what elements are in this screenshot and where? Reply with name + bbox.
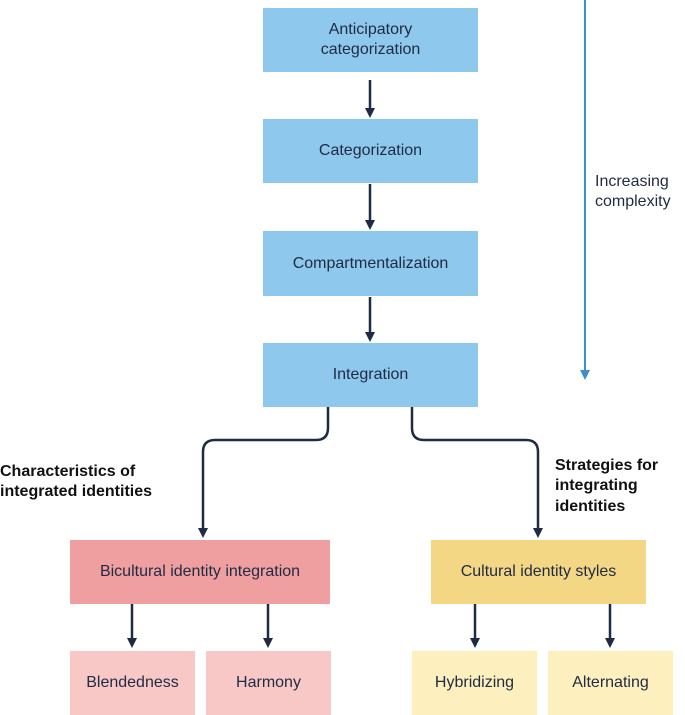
characteristics-heading-text: Characteristics of integrated identities xyxy=(0,463,153,501)
stage-anticipatory-categorization: Anticipatory categorization xyxy=(263,8,478,72)
stage-compartmentalization: Compartmentalization xyxy=(263,231,478,296)
complexity-label-text: Increasing complexity xyxy=(595,173,671,210)
stage-categorization: Categorization xyxy=(263,119,478,183)
stage-anticipatory-categorization-label: Anticipatory categorization xyxy=(320,21,421,58)
blendedness-label: Blendedness xyxy=(86,674,179,691)
stage-categorization-label: Categorization xyxy=(318,142,423,159)
alternating-label: Alternating xyxy=(572,674,649,691)
strategies-heading-text: Strategies for integrating identities xyxy=(555,457,659,515)
bicultural-identity-integration-box: Bicultural identity integration xyxy=(70,540,330,604)
hybridizing-box: Hybridizing xyxy=(412,651,537,715)
stage-integration-label: Integration xyxy=(332,366,409,383)
arrow-integration-to-right-branch xyxy=(410,407,543,538)
cultural-identity-styles-box: Cultural identity styles xyxy=(431,540,646,604)
complexity-label: Increasing complexity xyxy=(595,172,685,212)
strategies-heading: Strategies for integrating identities xyxy=(555,456,685,517)
alternating-box: Alternating xyxy=(548,651,673,715)
cultural-identity-styles-label: Cultural identity styles xyxy=(460,563,617,580)
harmony-label: Harmony xyxy=(236,674,301,691)
blendedness-box: Blendedness xyxy=(70,651,195,715)
bicultural-identity-integration-label: Bicultural identity integration xyxy=(99,563,301,580)
characteristics-heading: Characteristics of integrated identities xyxy=(0,462,200,503)
stage-compartmentalization-label: Compartmentalization xyxy=(292,254,449,272)
arrow-integration-to-left-branch xyxy=(198,407,330,538)
hybridizing-label: Hybridizing xyxy=(434,674,515,691)
stage-integration: Integration xyxy=(263,343,478,407)
harmony-box: Harmony xyxy=(206,651,331,715)
